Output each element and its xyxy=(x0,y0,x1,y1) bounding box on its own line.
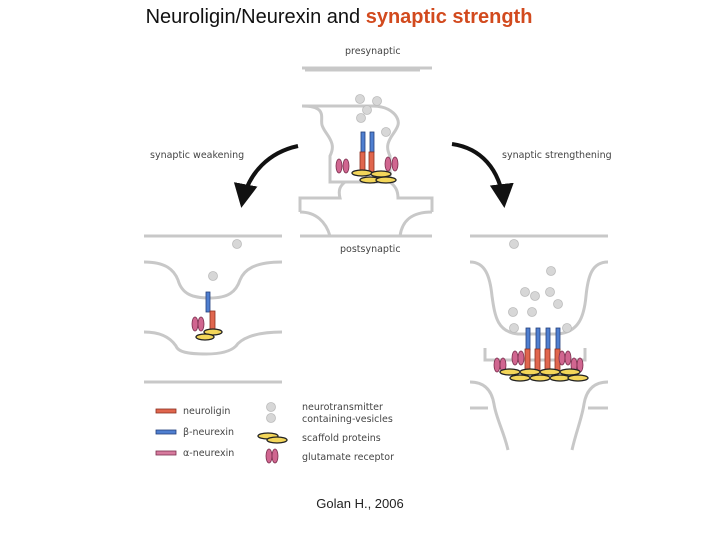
vesicle xyxy=(232,239,242,249)
legend-swatch-receptor xyxy=(265,448,273,464)
legend-swatch-neuroligin xyxy=(155,408,177,414)
vesicle xyxy=(530,291,540,301)
strong-synapse xyxy=(469,234,609,451)
arrow-weakening xyxy=(233,144,299,208)
vesicle xyxy=(355,94,365,104)
label-synaptic-weakening: synaptic weakening xyxy=(150,150,244,161)
legend-swatch-alpha-neurexin xyxy=(155,450,177,456)
vesicle xyxy=(508,307,518,317)
arrow-strengthening xyxy=(451,142,514,208)
vesicle xyxy=(356,113,366,123)
vesicle xyxy=(527,307,537,317)
scaffold-protein xyxy=(519,368,541,376)
legend-label-scaffold: scaffold proteins xyxy=(302,433,381,444)
scaffold-protein xyxy=(529,374,551,382)
vesicle xyxy=(509,323,519,333)
legend: neuroligin β-neurexin α-neurexin neurotr… xyxy=(155,402,394,464)
legend-label-beta-neurexin: β-neurexin xyxy=(183,427,234,438)
glutamate-receptor xyxy=(564,350,572,366)
neuroligin xyxy=(359,151,366,173)
scaffold-protein xyxy=(370,170,392,178)
vesicle xyxy=(545,287,555,297)
legend-swatch-scaffold xyxy=(266,436,288,444)
vesicle xyxy=(553,299,563,309)
glutamate-receptor xyxy=(384,156,392,172)
label-synaptic-strengthening: synaptic strengthening xyxy=(502,150,612,161)
top-synapse: presynaptic xyxy=(298,46,434,238)
glutamate-receptor xyxy=(558,350,566,366)
neuroligin xyxy=(534,348,541,372)
citation: Golan H., 2006 xyxy=(316,496,404,511)
legend-label-alpha-neurexin: α-neurexin xyxy=(183,448,234,459)
beta-neurexin xyxy=(369,131,375,153)
legend-label-vesicles-line1: neurotransmitter xyxy=(302,402,383,413)
label-postsynaptic: postsynaptic xyxy=(340,244,401,255)
glutamate-receptor xyxy=(191,316,199,332)
neuroligin xyxy=(368,151,375,173)
beta-neurexin xyxy=(545,327,551,351)
scaffold-protein xyxy=(499,368,521,376)
title-prefix: Neuroligin/Neurexin and xyxy=(145,6,366,28)
scaffold-protein xyxy=(559,368,581,376)
weak-postsynaptic-terminal xyxy=(143,330,283,356)
beta-neurexin xyxy=(535,327,541,351)
legend-swatch-vesicle xyxy=(266,413,276,423)
beta-neurexin xyxy=(555,327,561,351)
weak-synapse xyxy=(143,234,283,384)
legend-swatch-receptor xyxy=(271,448,279,464)
scaffold-protein xyxy=(567,374,589,382)
label-presynaptic: presynaptic xyxy=(345,46,401,57)
scaffold-protein xyxy=(539,368,561,376)
beta-neurexin xyxy=(525,327,531,351)
beta-neurexin xyxy=(360,131,366,153)
scaffold-protein xyxy=(549,374,571,382)
vesicle xyxy=(381,127,391,137)
neuroligin xyxy=(209,310,216,332)
glutamate-receptor xyxy=(517,350,525,366)
legend-label-receptor: glutamate receptor xyxy=(302,452,394,463)
legend-swatch-vesicle xyxy=(266,402,276,412)
glutamate-receptor xyxy=(335,158,343,174)
neuroligin xyxy=(544,348,551,372)
vesicle xyxy=(562,323,572,333)
glutamate-receptor xyxy=(197,316,205,332)
synapse-diagram: presynaptic synaptic weakening synaptic … xyxy=(143,46,612,464)
glutamate-receptor xyxy=(493,357,501,373)
vesicle xyxy=(520,287,530,297)
neuroligin xyxy=(524,348,531,372)
vesicle xyxy=(372,96,382,106)
vesicle xyxy=(546,266,556,276)
legend-swatch-beta-neurexin xyxy=(155,429,177,435)
legend-label-vesicles-line2: containing-vesicles xyxy=(302,414,393,425)
title-accent: synaptic strength xyxy=(365,6,533,28)
scaffold-protein xyxy=(509,374,531,382)
glutamate-receptor xyxy=(391,156,399,172)
glutamate-receptor xyxy=(342,158,350,174)
glutamate-receptor xyxy=(511,350,519,366)
scaffold-protein xyxy=(375,176,397,184)
scaffold-protein xyxy=(195,333,215,341)
beta-neurexin xyxy=(205,291,211,313)
vesicle xyxy=(362,105,372,115)
slide-title: Neuroligin/Neurexin and synaptic strengt… xyxy=(0,6,678,29)
vesicle xyxy=(208,271,218,281)
vesicle xyxy=(509,239,519,249)
scaffold-protein xyxy=(351,169,373,177)
top-postsynaptic-terminal xyxy=(298,180,434,238)
legend-label-neuroligin: neuroligin xyxy=(183,406,230,417)
